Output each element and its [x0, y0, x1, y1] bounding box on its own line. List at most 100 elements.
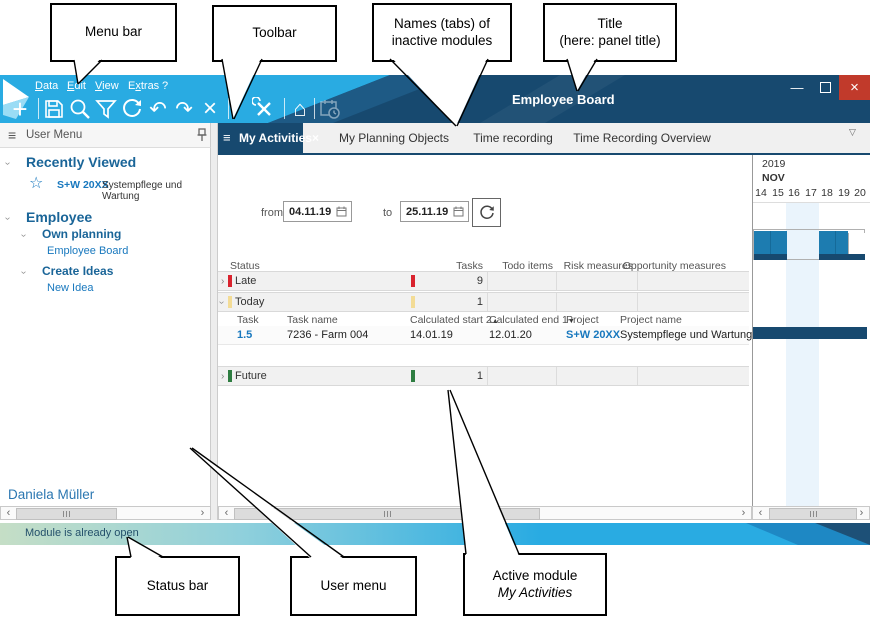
- scroll-right-icon[interactable]: ›: [859, 507, 864, 519]
- save-icon[interactable]: [40, 96, 68, 122]
- delete-icon[interactable]: ×: [202, 95, 217, 122]
- search-icon[interactable]: [66, 96, 94, 122]
- task-row[interactable]: 1.5 7236 - Farm 004 14.01.19 12.01.20 S+…: [218, 326, 752, 345]
- tab-close-icon[interactable]: ×: [312, 131, 320, 145]
- group-row-today[interactable]: › Today 1: [216, 292, 749, 312]
- collapse-chevron-icon[interactable]: ›: [2, 161, 14, 166]
- scroll-left-icon[interactable]: ‹: [6, 507, 11, 519]
- scroll-left-icon[interactable]: ‹: [224, 507, 229, 519]
- scroll-left-icon[interactable]: ‹: [758, 507, 763, 519]
- calendar-icon[interactable]: [336, 206, 347, 217]
- col-status[interactable]: Status: [230, 260, 260, 272]
- gantt-scrollbar[interactable]: ‹ ›: [752, 506, 870, 520]
- gantt-task-bar[interactable]: [753, 327, 867, 339]
- gantt-bar-segment[interactable]: [819, 231, 848, 254]
- tab-time-recording-overview[interactable]: Time Recording Overview: [573, 131, 711, 145]
- minimize-button[interactable]: —: [790, 80, 804, 95]
- tab-my-planning-objects[interactable]: My Planning Objects: [338, 131, 450, 145]
- close-button[interactable]: ×: [839, 75, 870, 100]
- gantt-day: 18: [821, 187, 833, 199]
- status-color-chip: [228, 296, 232, 308]
- menu-view[interactable]: View: [95, 80, 119, 92]
- pin-icon[interactable]: [196, 128, 208, 142]
- sidebar-link-new-idea[interactable]: New Idea: [47, 282, 94, 294]
- refresh-icon[interactable]: [118, 96, 146, 122]
- gantt-header-divider: [753, 202, 870, 203]
- tab-my-activities[interactable]: ≡ My Activities ×: [218, 123, 319, 153]
- menu-edit[interactable]: Edit: [67, 80, 86, 92]
- col-tasks[interactable]: Tasks: [456, 260, 483, 272]
- module-tab-bar: [218, 123, 870, 155]
- subcol-calculated-start[interactable]: Calculated start 2▲: [410, 314, 499, 326]
- collapse-chevron-icon[interactable]: ›: [2, 216, 14, 221]
- tools-icon[interactable]: [250, 96, 278, 122]
- sidebar-link-employee-board[interactable]: Employee Board: [47, 245, 129, 257]
- hamburger-icon[interactable]: ≡: [8, 127, 17, 143]
- task-id[interactable]: 1.5: [237, 329, 253, 341]
- sidebar-splitter[interactable]: [211, 123, 218, 520]
- group-row-late[interactable]: › Late 9: [218, 271, 749, 291]
- weekend-highlight: [786, 203, 819, 506]
- sidebar-section-recently-viewed[interactable]: Recently Viewed: [26, 154, 137, 170]
- subcol-project-name[interactable]: Project name: [620, 314, 682, 326]
- subcol-project[interactable]: Project: [566, 314, 599, 326]
- scroll-right-icon[interactable]: ›: [200, 507, 205, 519]
- project-code[interactable]: S+W 20XX: [566, 329, 621, 341]
- new-icon[interactable]: +: [12, 94, 28, 124]
- active-tab-label: My Activities: [239, 131, 312, 145]
- recent-item-text[interactable]: Systempflege und Wartung: [102, 180, 183, 202]
- menu-data[interactable]: Data: [35, 80, 59, 92]
- status-color-chip: [228, 275, 232, 287]
- home-icon[interactable]: ⌂: [293, 96, 307, 121]
- menu-extras[interactable]: Extras: [128, 80, 160, 92]
- gantt-day: 17: [805, 187, 817, 199]
- sidebar-group-own-planning[interactable]: Own planning: [42, 227, 122, 241]
- subcol-calculated-end[interactable]: Calculated end 1▼: [489, 314, 575, 326]
- sidebar-group-create-ideas[interactable]: Create Ideas: [42, 264, 114, 278]
- to-date-input[interactable]: 25.11.19: [400, 201, 469, 222]
- status-color-chip: [411, 370, 415, 382]
- redo-icon[interactable]: ↷: [175, 97, 193, 121]
- scrollbar-thumb[interactable]: [234, 508, 540, 520]
- tab-time-recording[interactable]: Time recording: [473, 131, 553, 145]
- apply-refresh-button[interactable]: [472, 198, 501, 227]
- group-task-count: 9: [476, 275, 483, 287]
- col-opportunity-measures[interactable]: Opportunity measures: [622, 260, 726, 272]
- from-date-input[interactable]: 04.11.19: [283, 201, 352, 222]
- filter-icon[interactable]: [92, 96, 120, 122]
- from-label: from: [261, 207, 283, 219]
- gantt-day: 20: [854, 187, 866, 199]
- collapse-chevron-icon[interactable]: ›: [18, 270, 30, 275]
- calendar-icon[interactable]: [453, 206, 464, 217]
- tab-menu-icon[interactable]: ≡: [223, 130, 231, 145]
- calendar-clock-icon: [316, 96, 344, 122]
- group-row-future[interactable]: › Future 1: [218, 366, 749, 386]
- toolbar-separator: [228, 98, 229, 119]
- expand-chevron-icon[interactable]: ›: [221, 276, 225, 287]
- maximize-button[interactable]: [811, 75, 839, 100]
- col-risk-measures[interactable]: Risk measures: [563, 260, 633, 272]
- sidebar-scrollbar[interactable]: ‹ ›: [0, 506, 211, 520]
- col-todo-items[interactable]: Todo items: [502, 260, 553, 272]
- undo-icon[interactable]: ↶: [149, 97, 167, 121]
- star-icon[interactable]: ☆: [29, 175, 44, 192]
- status-color-chip: [411, 296, 415, 308]
- collapse-chevron-icon[interactable]: ›: [216, 300, 228, 305]
- subcol-task-name[interactable]: Task name: [287, 314, 338, 326]
- gantt-day: 14: [755, 187, 767, 199]
- main-scrollbar[interactable]: ‹ ›: [218, 506, 752, 520]
- refresh-icon: [479, 205, 494, 219]
- collapse-chevron-icon[interactable]: ›: [18, 233, 30, 238]
- tab-overflow-dropdown-icon[interactable]: ▽: [849, 127, 856, 137]
- sidebar-section-employee[interactable]: Employee: [26, 209, 93, 225]
- scrollbar-thumb[interactable]: [769, 508, 857, 520]
- gantt-day: 15: [772, 187, 784, 199]
- expand-chevron-icon[interactable]: ›: [221, 371, 225, 382]
- group-task-count: 1: [476, 296, 483, 308]
- calculated-end: 12.01.20: [489, 329, 532, 341]
- scroll-right-icon[interactable]: ›: [741, 507, 746, 519]
- scrollbar-thumb[interactable]: [16, 508, 117, 520]
- menu-help[interactable]: ?: [162, 80, 169, 92]
- recent-item-code[interactable]: S+W 20XX: [57, 179, 109, 191]
- subcol-task[interactable]: Task: [237, 314, 259, 326]
